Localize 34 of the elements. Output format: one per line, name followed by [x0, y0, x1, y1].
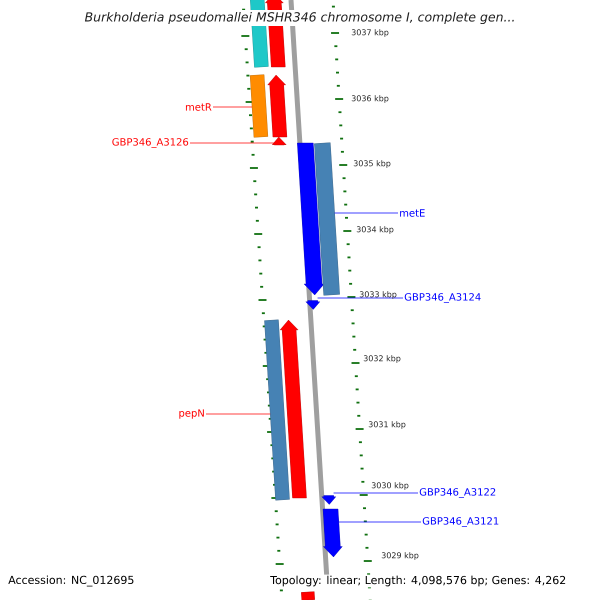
gene-block	[264, 320, 290, 500]
scale-label: 3031 kbp	[368, 421, 406, 429]
gene-block	[297, 142, 324, 296]
gene-label: GBP346_A3126	[112, 138, 188, 148]
footer-text: Accession: NC_012695	[7, 574, 136, 588]
leader-line	[212, 106, 252, 108]
gene-label: pepN	[179, 409, 204, 419]
scale-label: 3034 kbp	[356, 226, 394, 234]
gene-block	[301, 591, 315, 600]
gene-block	[268, 74, 288, 138]
gene-block	[250, 74, 268, 138]
title: Burkholderia pseudomallei MSHR346 chromosome I, complete gen...	[82, 10, 518, 26]
gene-block	[306, 300, 320, 310]
scale-label: 3029 kbp	[382, 552, 418, 560]
gene-block	[314, 142, 340, 296]
gene-block	[322, 495, 336, 505]
leader-line	[333, 492, 418, 494]
scale-label: 3037 kbp	[352, 29, 388, 37]
gene-label: GBP346_A3124	[404, 293, 481, 303]
gene-block	[280, 320, 307, 498]
scale-label: 3033 kbp	[360, 291, 396, 299]
leader-line	[190, 142, 274, 144]
gene-block	[272, 136, 286, 146]
gene-label: metR	[186, 103, 212, 111]
gene-block	[322, 508, 343, 558]
gene-label: GBP346_A3121	[422, 517, 498, 527]
gene-label: GBP346_A3122	[420, 488, 496, 498]
leader-line	[334, 212, 398, 214]
scale-label: 3036 kbp	[352, 95, 388, 103]
gene-label: metE	[400, 209, 425, 217]
footer-text: Topology: linear; Length: 4,098,576 bp; Genes: 4,262	[269, 574, 568, 588]
scale-label: 3035 kbp	[354, 160, 390, 168]
scale-label: 3032 kbp	[364, 355, 400, 363]
scale-label: 3030 kbp	[372, 482, 408, 490]
